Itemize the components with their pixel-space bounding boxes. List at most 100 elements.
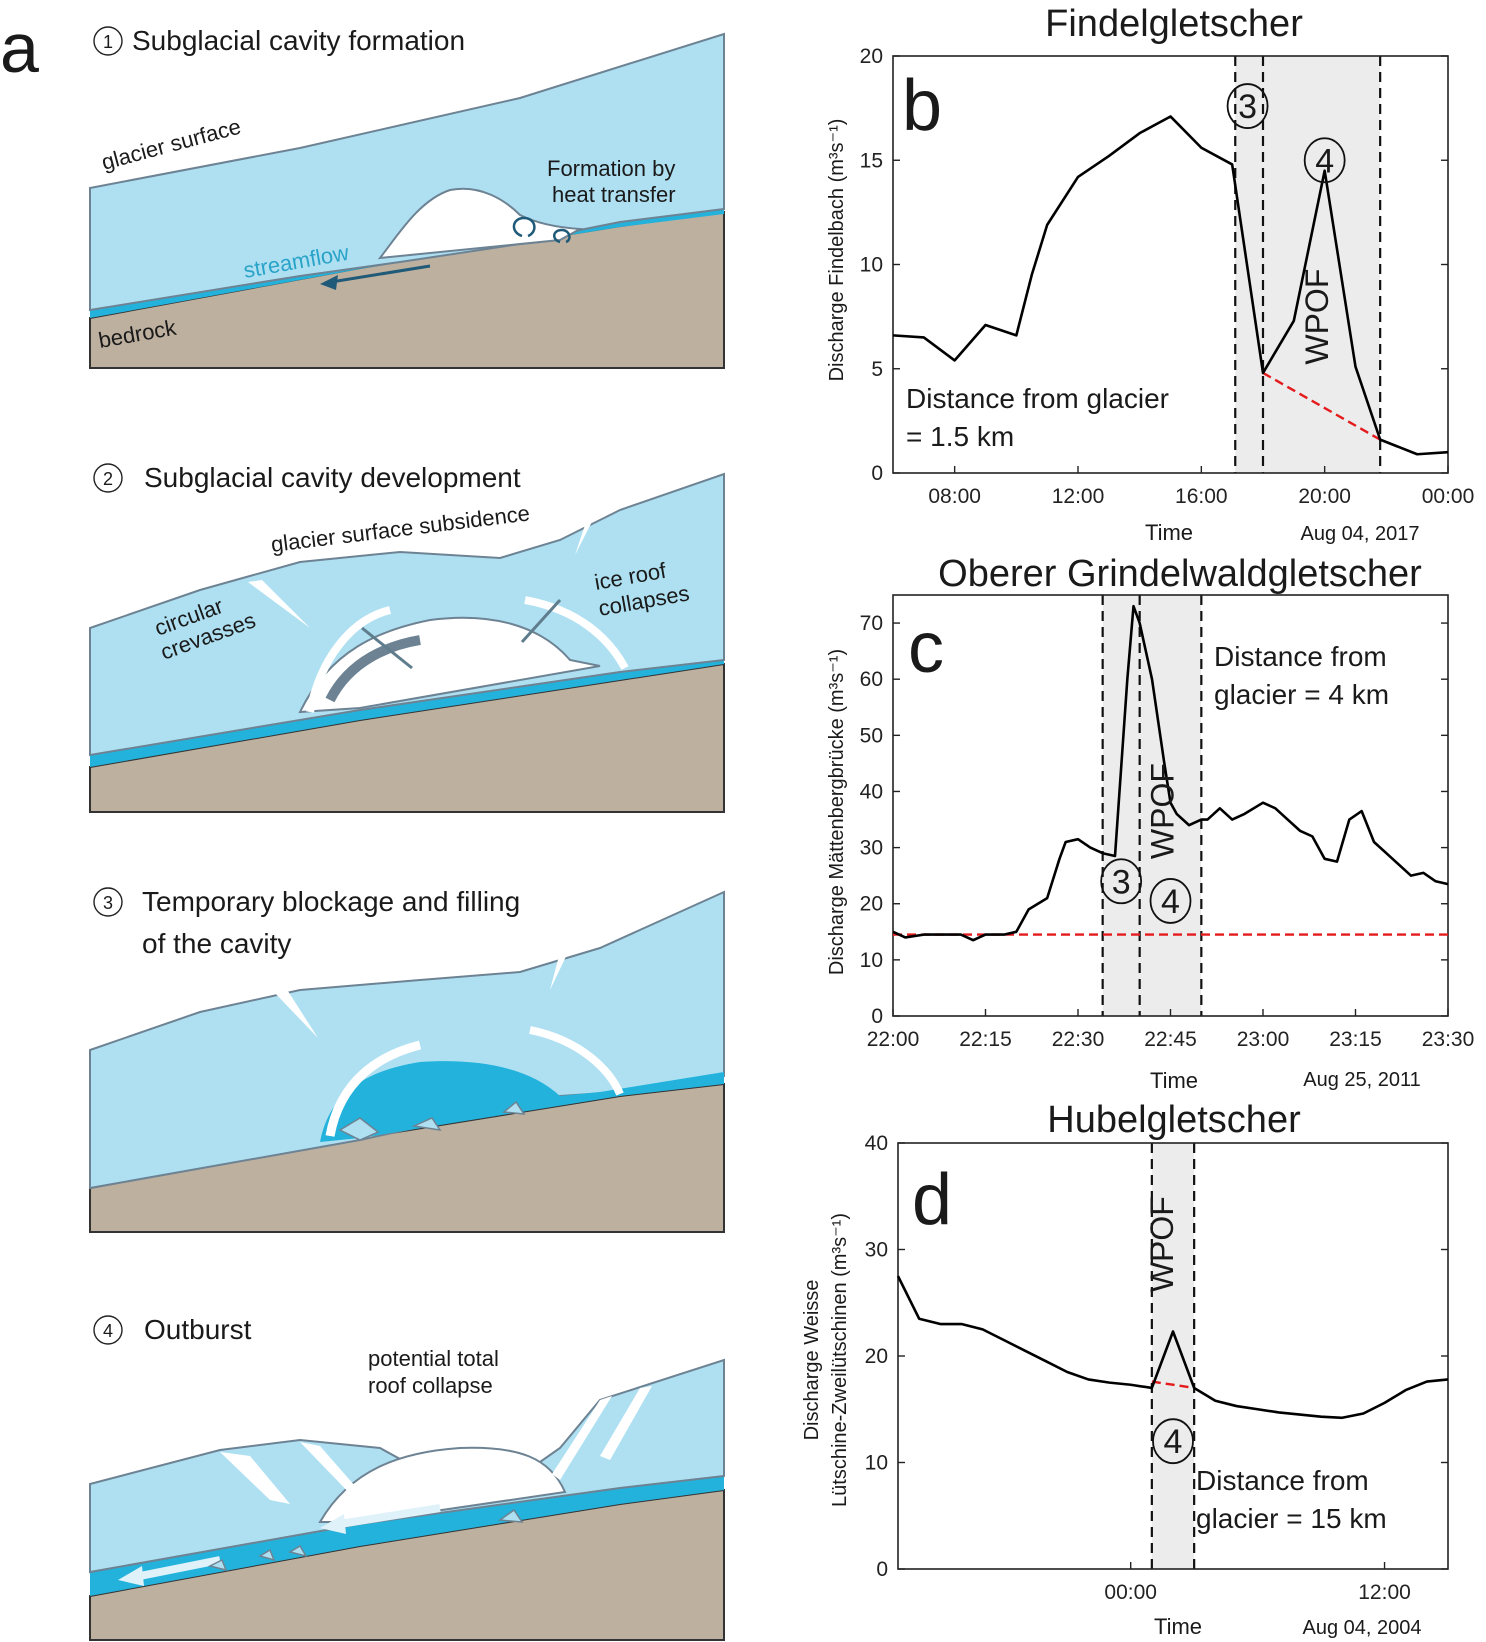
chart-c-stage-circle-1 [1100, 858, 1143, 905]
ice-debris-4 [207, 1558, 228, 1572]
chart-d-baseline [1151, 1380, 1195, 1390]
chart-d-ytick-label-0: 0 [876, 1558, 888, 1581]
formation-label-line2: heat transfer [552, 182, 676, 207]
crevasse-arc-right [524, 596, 629, 670]
chart-c-ytick-label-7: 70 [860, 612, 883, 635]
step-4-circle [93, 1315, 123, 1345]
chart-b-xtick-label-4: 00:00 [1422, 485, 1475, 508]
water-layer-2 [90, 660, 724, 767]
chart-c: Oberer Grindelwaldgletscher Discharge Mä… [826, 553, 1474, 1093]
chart-c-xtick-label-1: 22:15 [959, 1028, 1012, 1051]
chart-b-series-line [892, 115, 1449, 456]
outburst-water [90, 1476, 724, 1596]
chart-b-stage-circle-2 [1303, 137, 1346, 184]
chart-d-xtick-label-0: 00:00 [1104, 1581, 1157, 1604]
roof-arc-right-3 [529, 1026, 624, 1096]
ice-debris-1 [497, 1508, 524, 1523]
chart-d-panel-letter: d [912, 1160, 952, 1240]
crevasse-right [575, 506, 600, 555]
chart-b-ytick-label-1: 5 [871, 358, 883, 381]
streamflow-arrow [324, 264, 431, 285]
outburst-arrowhead-1 [320, 1514, 346, 1534]
chart-d-date: Aug 04, 2004 [1303, 1617, 1422, 1639]
heat-swirl-icon [512, 216, 536, 238]
chart-b-title: Findelgletscher [1045, 3, 1303, 45]
chart-b-date: Aug 04, 2017 [1301, 523, 1420, 545]
chart-c-xtick-label-3: 22:45 [1144, 1028, 1197, 1051]
step-3-circle [93, 887, 123, 917]
chart-c-ytick-label-6: 60 [860, 668, 883, 691]
streamflow-arrowhead [320, 275, 338, 290]
ice-block-1 [338, 1117, 380, 1141]
chart-b-stage-label-1: 3 [1238, 88, 1257, 126]
chart-d-annotation-line2: glacier = 15 km [1196, 1503, 1387, 1534]
chart-b-ytick-label-0: 0 [871, 462, 883, 485]
step-2-number: 2 [103, 469, 113, 489]
step-4-title: Outburst [144, 1314, 252, 1345]
chart-c-ytick-label-4: 40 [860, 780, 883, 803]
step-3-title-line2: of the cavity [142, 928, 291, 959]
chart-b-ytick-label-4: 20 [860, 45, 883, 68]
chart-d-event-window [1151, 1143, 1195, 1569]
chart-d-ylabel-line1: Discharge Weisse [801, 1280, 823, 1441]
ice-debris-2 [288, 1544, 308, 1558]
crevasse-left [248, 580, 310, 628]
chart-d-event-label: WPOF [1144, 1196, 1180, 1292]
chart-d-series-line [896, 1275, 1449, 1420]
step-2-circle [93, 463, 123, 493]
crevasse-4c [552, 1396, 612, 1480]
crevasse-left-3 [272, 988, 318, 1038]
chart-c-annotation-line1: Distance from [1214, 641, 1387, 672]
panel-a: a 1 Subglacial cavity formation glacier … [0, 9, 725, 1641]
ice-block-2 [411, 1117, 442, 1132]
chart-d-ylabel-line2: Lütschine-Zweilütschinen (m³s⁻¹) [829, 1213, 851, 1507]
chart-b: Findelgletscher Discharge Findelbach (m³… [826, 3, 1474, 545]
panel-a-letter: a [0, 9, 39, 87]
outburst-arrow-1 [339, 1504, 441, 1528]
outburst-arrowhead-2 [118, 1566, 144, 1586]
chart-d-xlabel: Time [1154, 1614, 1202, 1639]
chart-c-stage-circle-2 [1149, 878, 1192, 924]
chart-c-xtick-label-4: 23:00 [1237, 1028, 1290, 1051]
chart-c-stage-label-2: 4 [1161, 883, 1180, 921]
chart-c-ylabel: Discharge Mättenbergbrücke (m³s⁻¹) [826, 649, 848, 975]
crevasse-arc-left [306, 606, 392, 713]
chart-d-ytick-label-3: 30 [865, 1239, 888, 1262]
formation-label-line1: Formation by [547, 156, 675, 181]
chart-d-stage-circle-1 [1152, 1418, 1194, 1465]
chart-c-ytick-label-2: 20 [860, 893, 883, 916]
collapse-arrow-left [361, 626, 413, 670]
chart-b-panel-letter: b [902, 66, 942, 146]
chart-c-ytick-label-1: 10 [860, 949, 883, 972]
step-3-number: 3 [103, 893, 113, 913]
ice-debris-3 [258, 1548, 276, 1562]
chart-c-series-line [892, 604, 1449, 942]
chart-b-annotation-line1: Distance from glacier [906, 383, 1169, 414]
crevasse-right-3 [550, 948, 570, 990]
chart-b-xtick-label-3: 20:00 [1298, 485, 1351, 508]
chart-b-stage-label-2: 4 [1315, 142, 1334, 180]
chart-d-ytick-label-1: 10 [865, 1452, 888, 1475]
chart-d-annotation-line1: Distance from [1196, 1465, 1369, 1496]
step-1-number: 1 [103, 32, 113, 52]
chart-d-ytick-label-2: 20 [865, 1345, 888, 1368]
chart-b-ytick-label-2: 10 [860, 254, 883, 277]
chart-b-event-window [1235, 56, 1381, 473]
chart-b-ytick-label-3: 15 [860, 149, 883, 172]
chart-b-stage-circle-1 [1226, 83, 1269, 129]
chart-d-stage-label-1: 4 [1164, 1423, 1183, 1461]
chart-c-ytick-label-5: 50 [860, 724, 883, 747]
cavity-1 [377, 187, 584, 260]
heat-swirl-small-icon [553, 228, 571, 244]
chart-c-xlabel: Time [1150, 1068, 1198, 1093]
chart-c-xtick-label-6: 23:30 [1422, 1028, 1475, 1051]
filled-cavity-water [320, 1061, 724, 1142]
chart-b-ylabel: Discharge Findelbach (m³s⁻¹) [826, 119, 848, 382]
step-1-diagram: 1 Subglacial cavity formation glacier su… [89, 25, 725, 369]
step-2-diagram: 2 Subglacial cavity development glacier … [89, 462, 725, 813]
collapse-arrow-right [520, 598, 562, 644]
water-layer-1 [90, 209, 724, 318]
chart-b-xlabel: Time [1145, 520, 1193, 545]
chart-b-event-label: WPOF [1299, 269, 1335, 365]
